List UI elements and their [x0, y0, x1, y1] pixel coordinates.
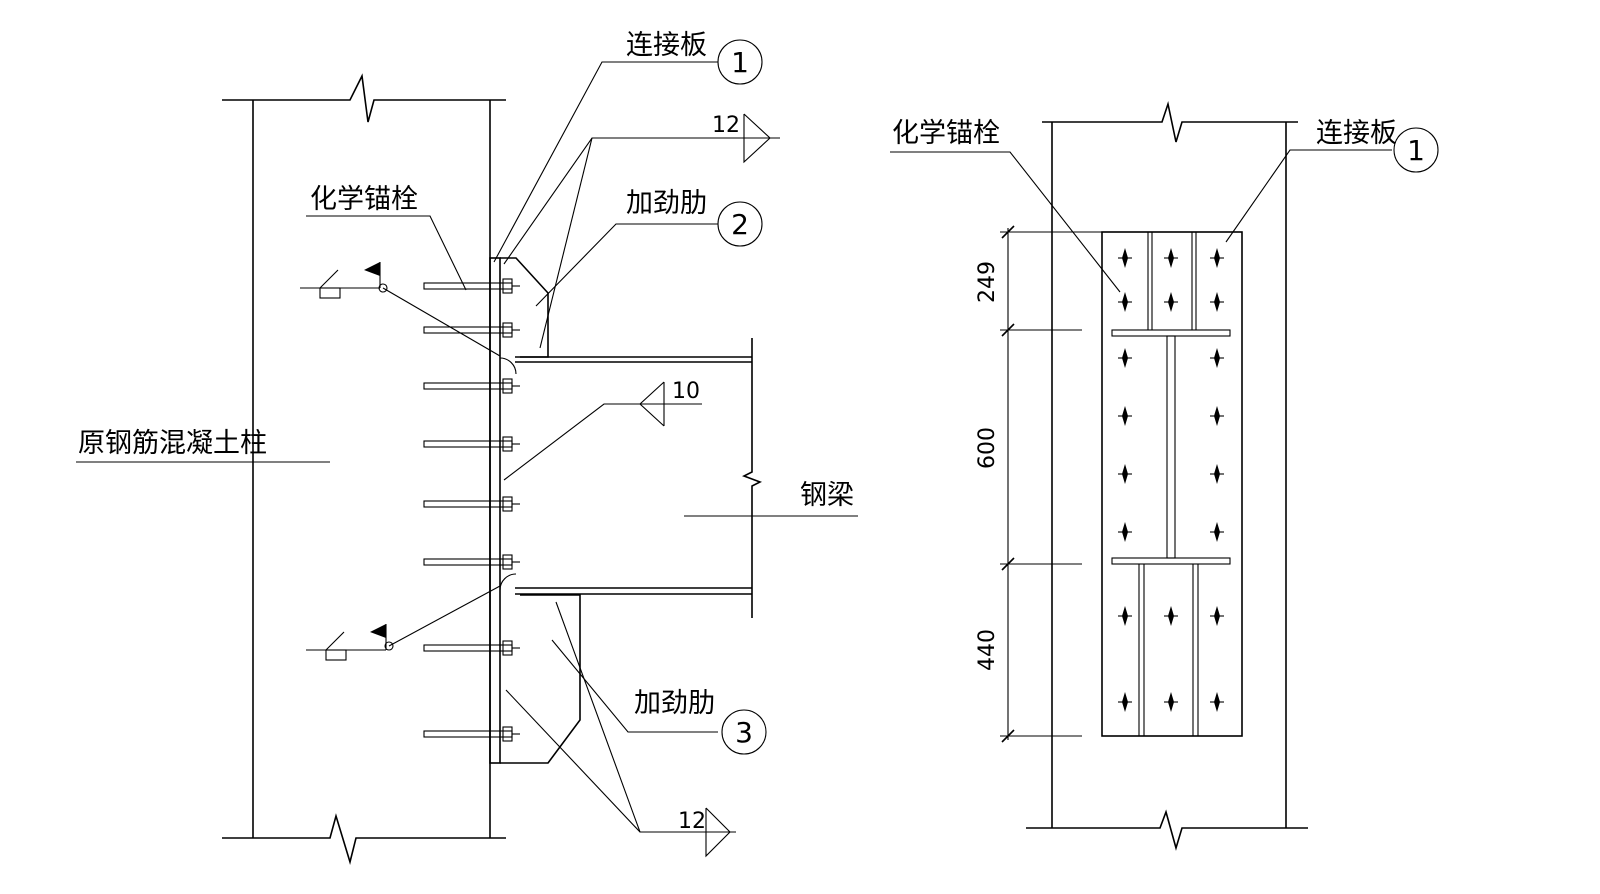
- svg-text:原钢筋混凝土柱: 原钢筋混凝土柱: [78, 428, 267, 459]
- dimension-chain: 249 600 440: [975, 225, 1102, 743]
- svg-text:2: 2: [731, 208, 749, 241]
- front-connection-plate: [1101, 231, 1243, 737]
- anchor-bolts: [423, 278, 520, 742]
- svg-text:12: 12: [678, 809, 706, 834]
- dimension-600: 600: [975, 427, 1000, 469]
- field-weld-flag-upper: [300, 262, 501, 357]
- svg-text:化学锚栓: 化学锚栓: [310, 184, 418, 215]
- front-anchor-label: 化学锚栓: [890, 118, 1121, 293]
- weld-symbol-middle: 10: [503, 379, 702, 481]
- front-plate-label: 连接板 1: [1225, 118, 1439, 243]
- front-upper-stiffeners: [1147, 232, 1197, 330]
- front-view: 249 600 440 化学锚栓 连接板 1: [890, 100, 1439, 851]
- field-weld-flag-lower: [306, 585, 501, 661]
- svg-text:连接板: 连接板: [1316, 118, 1397, 149]
- front-column: [1026, 100, 1308, 851]
- svg-text:3: 3: [735, 716, 753, 749]
- elevation-view: 原钢筋混凝土柱 化学锚栓 连接板 1 12 加劲肋 2: [76, 30, 858, 865]
- plate-label: 连接板 1: [493, 30, 763, 263]
- svg-text:钢梁: 钢梁: [800, 480, 854, 511]
- upper-stiffener: [500, 257, 549, 358]
- svg-text:连接板: 连接板: [626, 30, 707, 61]
- dimension-249: 249: [975, 261, 1000, 303]
- svg-text:1: 1: [1407, 134, 1425, 167]
- weld-symbol-bottom: 12: [505, 601, 736, 858]
- svg-text:加劲肋: 加劲肋: [626, 188, 707, 219]
- svg-text:12: 12: [712, 113, 740, 138]
- svg-text:化学锚栓: 化学锚栓: [892, 118, 1000, 149]
- lower-stiffener: [500, 594, 581, 764]
- connection-plate: [489, 257, 501, 764]
- front-beam-section: [1111, 329, 1231, 565]
- column-label: 原钢筋混凝土柱: [76, 428, 330, 463]
- dimension-440: 440: [975, 629, 1000, 671]
- beam-label: 钢梁: [684, 480, 858, 517]
- upper-stiffener-label: 加劲肋 2: [535, 188, 763, 307]
- anchor-bolt-label: 化学锚栓: [306, 184, 467, 291]
- svg-text:加劲肋: 加劲肋: [634, 688, 715, 719]
- svg-text:1: 1: [731, 46, 749, 79]
- svg-text:10: 10: [672, 379, 700, 404]
- steel-beam: [499, 338, 762, 618]
- front-anchor-bolts: [1118, 248, 1224, 712]
- front-lower-stiffeners: [1138, 564, 1199, 736]
- weld-symbol-top: 12: [503, 113, 780, 349]
- lower-stiffener-label: 加劲肋 3: [551, 639, 767, 755]
